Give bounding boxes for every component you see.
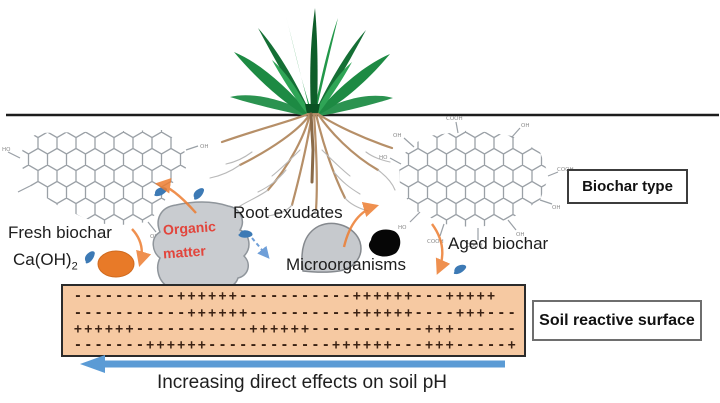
functional-group-label: COOH [446, 116, 463, 122]
soil-charge-row: -----------++++++----------++++++----+++… [74, 306, 518, 321]
biochar-type-box: Biochar type [567, 169, 688, 204]
calcium-hydroxide-particle [97, 250, 135, 278]
functional-group-label: COOH [466, 243, 483, 249]
soil-reactive-surface-box: Soil reactive surface [532, 300, 702, 341]
soil-charge-row: ++++++-----------++++++-----------+++---… [74, 322, 518, 337]
arrow-fresh-biochar-to-particle [131, 228, 152, 267]
organic-matter-label-line2: matter [162, 242, 207, 262]
functional-group-label: COOH [427, 239, 444, 245]
fresh-biochar-molecule: OH HO OH [2, 130, 208, 240]
plant-illustration [230, 8, 393, 116]
root-system [209, 112, 396, 219]
arrow-organic-matter-to-fresh-biochar [154, 178, 197, 214]
soil-reactive-surface-band [61, 284, 526, 357]
functional-group-label: HO [398, 225, 407, 231]
soil-ph-caption: Increasing direct effects on soil pH [156, 372, 448, 393]
arrow-microorganisms-to-aged-biochar [342, 202, 379, 248]
functional-group-label: COOH [557, 167, 574, 173]
microorganisms-label: Microorganisms [286, 255, 406, 274]
calcium-hydroxide-label: Ca(OH)2 [13, 250, 78, 272]
water-droplet-icon [453, 264, 467, 275]
aged-biochar-molecule: COOH OH COOH OH HO OH COOH COOH OH HO [379, 116, 574, 249]
caoh-subscript: 2 [71, 260, 78, 273]
arrow-organic-matter-to-microorganisms [251, 237, 270, 259]
functional-group-label: OH [200, 144, 208, 150]
fresh-biochar-label: Fresh biochar [8, 223, 112, 242]
process-arrows [131, 178, 451, 275]
water-droplet-icon [84, 251, 95, 264]
soil-charge-row: ----------++++++-----------++++++---++++… [74, 289, 498, 304]
caoh-base: Ca(OH) [13, 250, 72, 269]
water-droplet-icon [193, 188, 205, 200]
soil-charge-row: -------++++++------------++++++---+++---… [74, 338, 518, 353]
arrow-aged-biochar-to-soil [431, 223, 451, 275]
root-exudates-label: Root exudates [233, 203, 343, 222]
functional-group-label: OH [521, 123, 529, 129]
functional-group-label: OH [393, 133, 401, 139]
functional-group-label: HO [379, 155, 388, 161]
soil-ph-direction-arrow [80, 355, 505, 373]
microorganism-black-blob [368, 229, 401, 257]
functional-group-label: HO [2, 147, 11, 153]
functional-group-label: OH [516, 232, 524, 238]
aged-biochar-label: Aged biochar [448, 234, 549, 253]
water-droplet-icon [238, 230, 253, 238]
functional-group-label: OH [552, 205, 560, 211]
